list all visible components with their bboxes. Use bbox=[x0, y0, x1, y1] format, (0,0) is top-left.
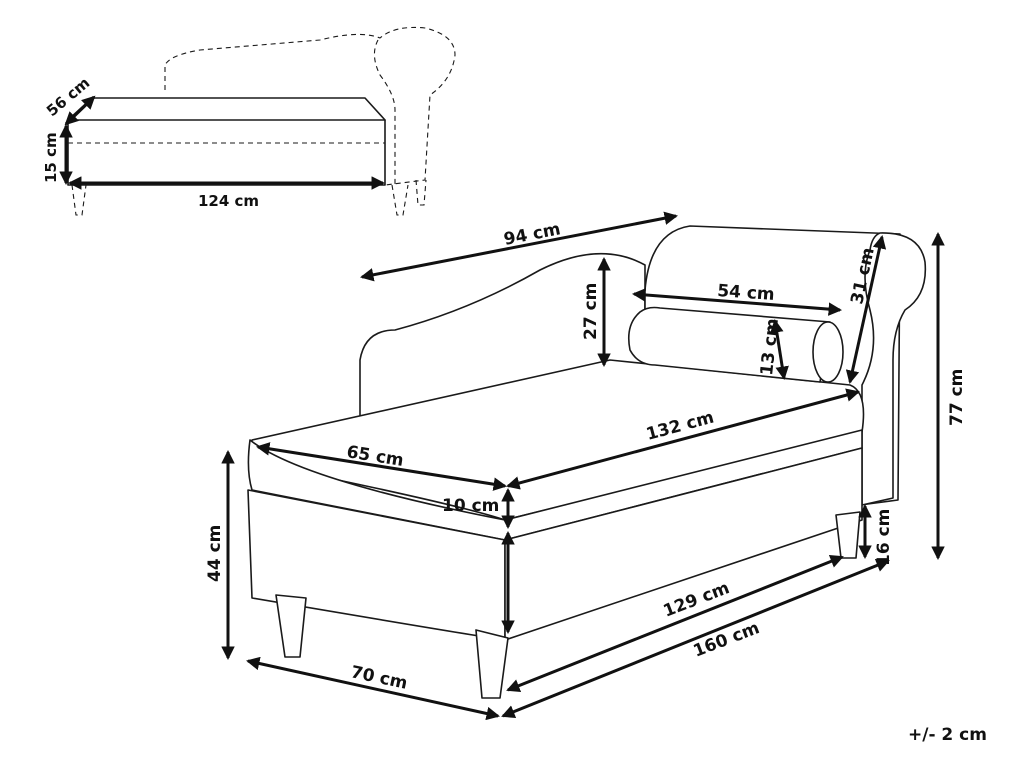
main-dimension-lines bbox=[221, 211, 945, 721]
total-height-label: 77 cm bbox=[947, 369, 967, 426]
inset-depth-line bbox=[64, 95, 96, 126]
leg-height-label: 16 cm bbox=[874, 509, 894, 566]
leg-front-right bbox=[475, 629, 509, 699]
leg-back-right bbox=[835, 511, 861, 559]
leg-front-left bbox=[275, 594, 307, 658]
inset-back-leg-outline bbox=[391, 184, 409, 216]
inset-compartment bbox=[67, 97, 386, 186]
seat-height-label: 44 cm bbox=[205, 525, 225, 582]
inset-length-label: 124 cm bbox=[198, 192, 259, 210]
bolster-pillow-end bbox=[812, 321, 844, 383]
back-height-label: 27 cm bbox=[581, 283, 601, 340]
tolerance-note: +/- 2 cm bbox=[908, 725, 987, 745]
bolster-diameter-line bbox=[770, 318, 789, 381]
storage-inset: 56 cm 15 cm 124 cm bbox=[42, 26, 456, 216]
seat-length-line bbox=[506, 388, 860, 490]
total-length-line bbox=[501, 559, 890, 718]
back-length-line bbox=[360, 211, 678, 282]
inset-arm-outline bbox=[373, 39, 396, 185]
bolster-length-line bbox=[631, 288, 843, 316]
bolster-length-label: 54 cm bbox=[717, 281, 776, 305]
inset-height-label: 15 cm bbox=[42, 132, 60, 183]
inset-back-outline bbox=[164, 26, 456, 186]
cushion-height-label: 10 cm bbox=[442, 496, 499, 516]
inset-right-leg-outline bbox=[415, 179, 427, 206]
total-width-line bbox=[246, 656, 500, 721]
inset-front-leg-outline bbox=[71, 184, 87, 216]
seat-width-line bbox=[255, 442, 508, 491]
armrest-height-line bbox=[845, 235, 887, 384]
